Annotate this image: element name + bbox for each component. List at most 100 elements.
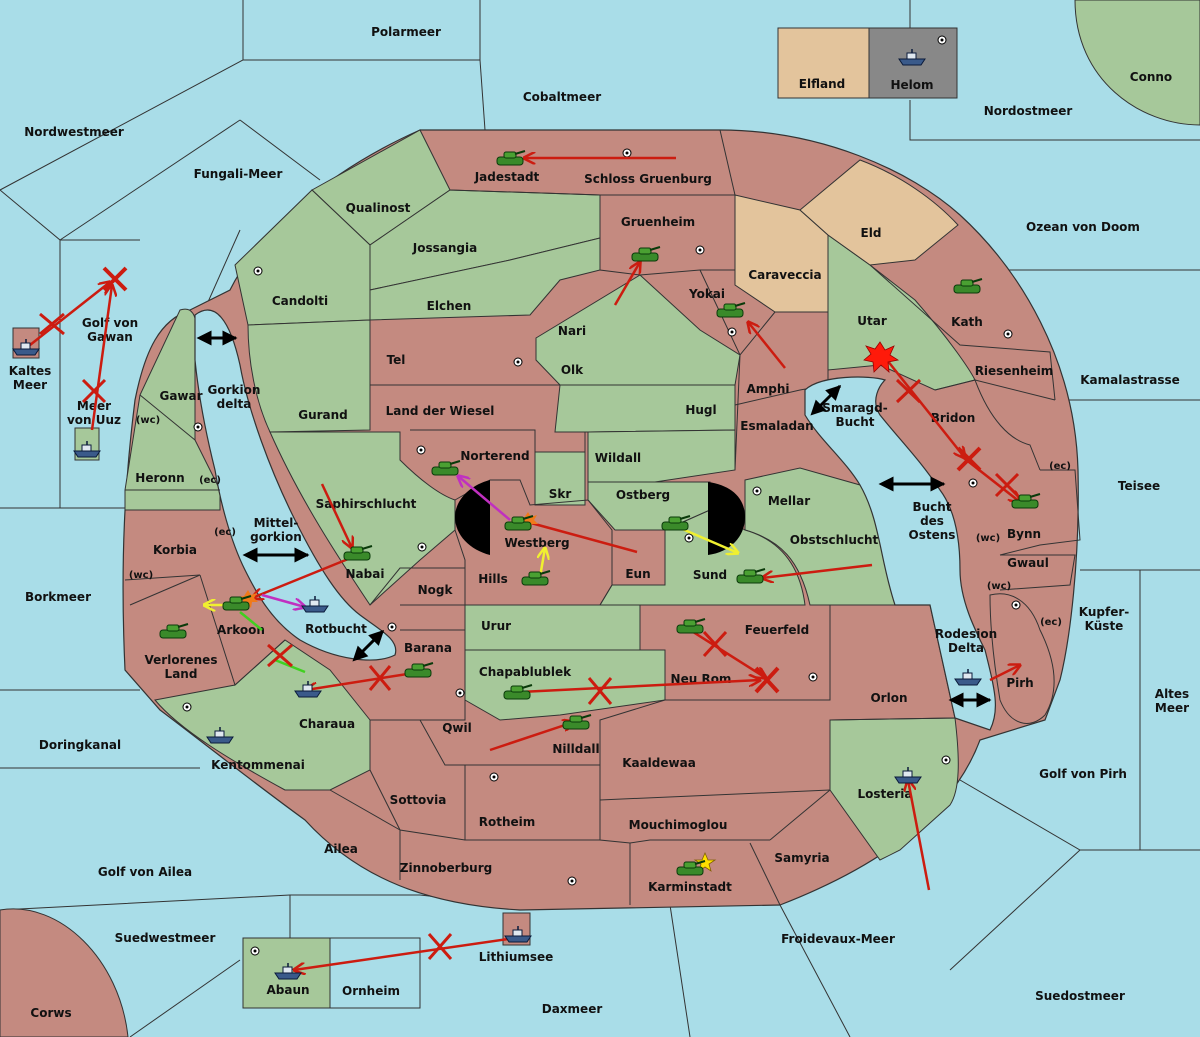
region-label: Hugl bbox=[685, 403, 716, 417]
region-label: Rotheim bbox=[479, 815, 536, 829]
region-label: Utar bbox=[857, 314, 887, 328]
region-label: Ostberg bbox=[616, 488, 670, 502]
region-label: Feuerfeld bbox=[745, 623, 810, 637]
destroyed-unit-icon bbox=[102, 266, 982, 694]
region-label: Ozean von Doom bbox=[1026, 220, 1140, 234]
region-label: Losteria bbox=[857, 787, 912, 801]
region-label: Urur bbox=[481, 619, 511, 633]
region-label: Suedostmeer bbox=[1035, 989, 1125, 1003]
region-label: Eld bbox=[861, 226, 882, 240]
region-label: Jossangia bbox=[412, 241, 477, 255]
region-label: Suedwestmeer bbox=[115, 931, 216, 945]
region-label: Bynn bbox=[1007, 527, 1041, 541]
region-label: Amphi bbox=[746, 382, 789, 396]
svg-text:(wc): (wc) bbox=[129, 570, 153, 581]
region-label: Yokai bbox=[688, 287, 725, 301]
svg-text:(ec): (ec) bbox=[1040, 617, 1062, 628]
region-label: Mouchimoglou bbox=[629, 818, 728, 832]
failed-order-x-icon bbox=[39, 312, 1020, 960]
region-label: Charaua bbox=[299, 717, 355, 731]
svg-text:(wc): (wc) bbox=[136, 415, 160, 426]
region-label: Nogk bbox=[418, 583, 454, 597]
region-label: Wildall bbox=[595, 451, 641, 465]
region-label: Lithiumsee bbox=[479, 950, 554, 964]
region-label: Borkmeer bbox=[25, 590, 91, 604]
region-label: Skr bbox=[549, 487, 572, 501]
region-label: Kentommenai bbox=[211, 758, 305, 772]
region-label: Arkoon bbox=[217, 623, 265, 637]
region-labels: Polarmeer Cobaltmeer Nordwestmeer Fungal… bbox=[9, 25, 1189, 1020]
region-label: Golf von Ailea bbox=[98, 865, 192, 879]
region-label: Cobaltmeer bbox=[523, 90, 601, 104]
region-label: Hills bbox=[478, 572, 508, 586]
region-label: Rotbucht bbox=[305, 622, 367, 636]
region-label: Samyria bbox=[774, 851, 829, 865]
region-label: Kupfer-Küste bbox=[1079, 605, 1129, 633]
region-label: Zinnoberburg bbox=[400, 861, 492, 875]
region-label: Heronn bbox=[135, 471, 184, 485]
region-label: Gurand bbox=[298, 408, 348, 422]
region-label: Qwil bbox=[442, 721, 472, 735]
region-label: Sottovia bbox=[390, 793, 447, 807]
region-label: Jadestadt bbox=[474, 170, 540, 184]
region-label: Nilldall bbox=[552, 742, 599, 756]
region-label: Gruenheim bbox=[621, 215, 695, 229]
region-label: Norterend bbox=[460, 449, 529, 463]
region-label: Elfland bbox=[799, 77, 845, 91]
region-label: Conno bbox=[1130, 70, 1172, 84]
region-label: Ornheim bbox=[342, 984, 400, 998]
region-label: Nabai bbox=[346, 567, 385, 581]
svg-text:(wc): (wc) bbox=[987, 581, 1011, 592]
region-label: Kath bbox=[951, 315, 983, 329]
region-label: Caraveccia bbox=[748, 268, 821, 282]
region-label: Saphirschlucht bbox=[316, 497, 417, 511]
svg-text:(ec): (ec) bbox=[1049, 461, 1071, 472]
coast-tags: (wc) (ec) (ec) (wc) (ec) (wc) (wc) (ec) bbox=[129, 415, 1071, 628]
region-label: Sund bbox=[693, 568, 727, 582]
region-label: Karminstadt bbox=[648, 880, 732, 894]
region-label: Gawar bbox=[159, 389, 202, 403]
region-label: Abaun bbox=[266, 983, 309, 997]
region-label: Nari bbox=[558, 324, 586, 338]
region-label: Nordostmeer bbox=[984, 104, 1073, 118]
region-label: Barana bbox=[404, 641, 452, 655]
region-label: Kaaldewaa bbox=[622, 756, 696, 770]
double-arrow-icon bbox=[196, 330, 992, 708]
region-label: Teisee bbox=[1118, 479, 1160, 493]
region-label: Pirh bbox=[1006, 676, 1033, 690]
region-label: Chapablublek bbox=[479, 665, 572, 679]
region-label: Land der Wiesel bbox=[386, 404, 495, 418]
attack-arrows bbox=[29, 158, 1020, 970]
region-label: Esmaladan bbox=[740, 419, 813, 433]
region-label: Mellar bbox=[768, 494, 810, 508]
region-label: Schloss Gruenburg bbox=[584, 172, 712, 186]
region-label: Obstschlucht bbox=[790, 533, 879, 547]
svg-text:(wc): (wc) bbox=[976, 533, 1000, 544]
region-label: Froidevaux-Meer bbox=[781, 932, 895, 946]
region-label: Tel bbox=[387, 353, 406, 367]
region-label: Qualinost bbox=[346, 201, 411, 215]
region-label: Nordwestmeer bbox=[24, 125, 124, 139]
region-label: Westberg bbox=[504, 536, 569, 550]
region-label: Polarmeer bbox=[371, 25, 441, 39]
region-label: Helom bbox=[890, 78, 933, 92]
svg-text:(ec): (ec) bbox=[214, 527, 236, 538]
region-label: Olk bbox=[561, 363, 584, 377]
region-label: Orlon bbox=[870, 691, 907, 705]
region-label: Riesenheim bbox=[975, 364, 1054, 378]
region-label: Elchen bbox=[427, 299, 472, 313]
region-label: Fungali-Meer bbox=[194, 167, 283, 181]
region-label: Gwaul bbox=[1007, 556, 1049, 570]
region-label: Ailea bbox=[324, 842, 358, 856]
region-label: Bridon bbox=[931, 411, 976, 425]
region-label: Daxmeer bbox=[542, 1002, 603, 1016]
support-arrows bbox=[261, 476, 511, 607]
region-label: Doringkanal bbox=[39, 738, 121, 752]
